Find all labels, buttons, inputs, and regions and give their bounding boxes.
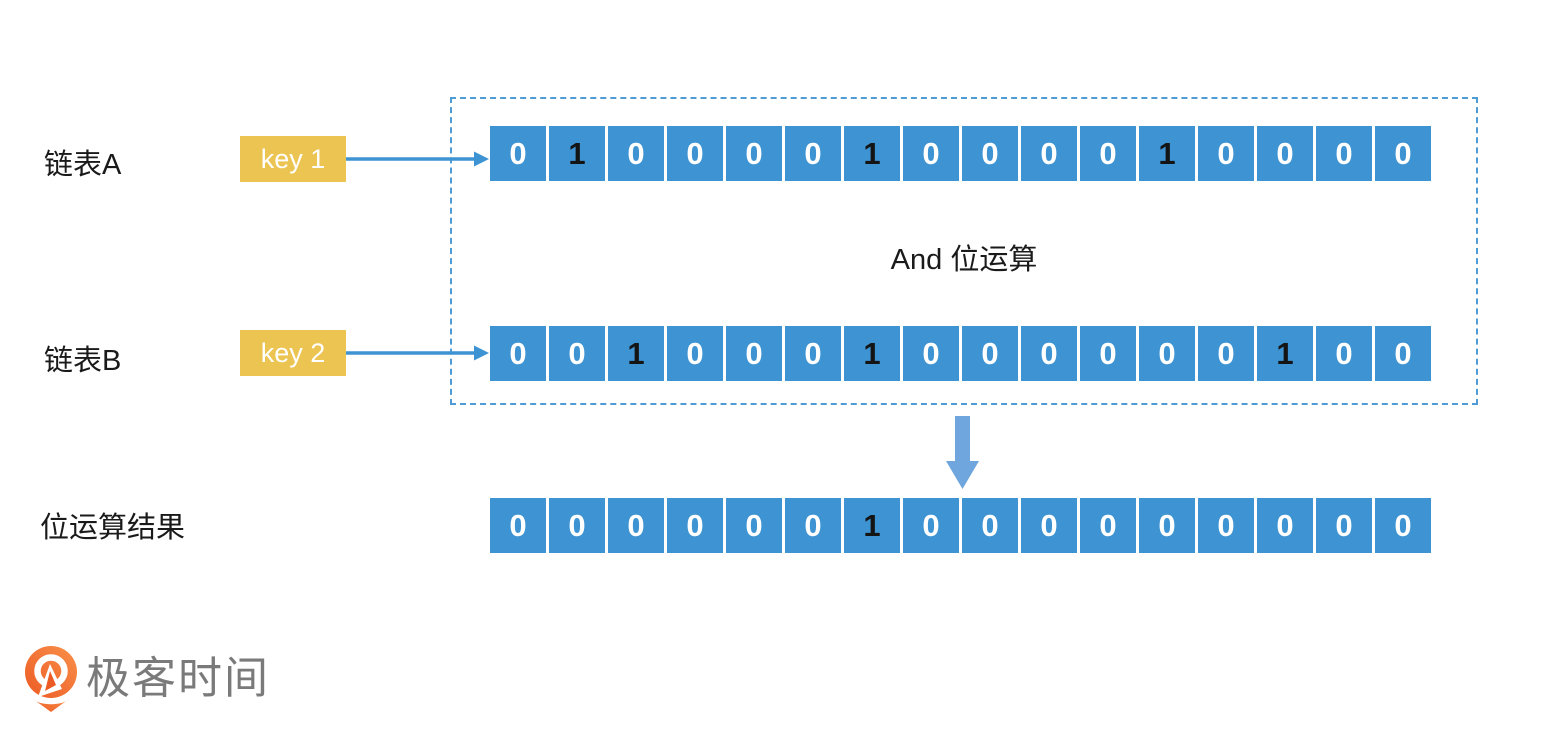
bit-cell: 0	[726, 498, 782, 553]
bit-cell: 0	[903, 498, 959, 553]
bit-cell: 0	[1021, 498, 1077, 553]
result-row-label: 位运算结果	[40, 512, 186, 544]
bit-cell: 0	[549, 498, 605, 553]
bit-cell: 0	[608, 498, 664, 553]
bit-cell: 0	[490, 498, 546, 553]
operation-label: And 位运算	[890, 244, 1038, 276]
bit-cell: 0	[1021, 326, 1077, 381]
bit-cell: 0	[1257, 498, 1313, 553]
arrow-key1-to-bits-icon	[346, 151, 489, 167]
bit-cell: 0	[490, 126, 546, 181]
bit-cell: 1	[844, 326, 900, 381]
bit-cell: 0	[962, 126, 1018, 181]
row-a-label: 链表A	[44, 149, 122, 181]
down-arrow-icon	[946, 416, 979, 489]
bit-cell: 0	[490, 326, 546, 381]
geektime-logo-text: 极客时间	[86, 654, 270, 703]
key1-box: key 1	[240, 136, 346, 182]
bit-cell: 0	[608, 126, 664, 181]
bit-cell: 0	[785, 326, 841, 381]
bit-cell: 0	[903, 126, 959, 181]
and-operation-group-box	[450, 97, 1478, 405]
bit-cell: 0	[1080, 498, 1136, 553]
bit-cell: 0	[785, 126, 841, 181]
bit-cell: 0	[1316, 126, 1372, 181]
bit-cell: 0	[726, 326, 782, 381]
bit-cell: 0	[1198, 126, 1254, 181]
bit-cell: 0	[785, 498, 841, 553]
arrow-key2-to-bits-icon	[346, 345, 489, 361]
bit-cell: 0	[667, 326, 723, 381]
geektime-logo: 极客时间	[24, 645, 270, 712]
geektime-logo-icon	[25, 646, 77, 712]
bit-cell: 0	[1080, 326, 1136, 381]
bit-cell: 0	[1080, 126, 1136, 181]
bit-cell: 0	[1139, 326, 1195, 381]
bit-cell: 1	[844, 126, 900, 181]
bit-cell: 0	[1316, 498, 1372, 553]
bit-cell: 0	[1375, 126, 1431, 181]
bit-cell: 0	[1375, 326, 1431, 381]
bit-cell: 0	[1198, 498, 1254, 553]
bit-cell: 0	[1257, 126, 1313, 181]
bit-cell: 0	[962, 326, 1018, 381]
key1-label: key 1	[260, 143, 326, 174]
bit-cell: 0	[1139, 498, 1195, 553]
bit-cell: 0	[962, 498, 1018, 553]
bit-cell: 0	[1316, 326, 1372, 381]
bit-cell: 1	[1139, 126, 1195, 181]
row-b-label: 链表B	[44, 345, 122, 377]
bit-cell: 0	[1375, 498, 1431, 553]
bit-cell: 1	[549, 126, 605, 181]
bit-cell: 0	[1198, 326, 1254, 381]
bit-cell: 0	[726, 126, 782, 181]
bit-cell: 1	[608, 326, 664, 381]
bit-cell: 1	[844, 498, 900, 553]
bit-cell: 0	[549, 326, 605, 381]
key2-box: key 2	[240, 330, 346, 376]
bit-cell: 0	[667, 498, 723, 553]
bit-cell: 1	[1257, 326, 1313, 381]
key2-label: key 2	[260, 337, 326, 368]
bit-cell: 0	[667, 126, 723, 181]
bit-cell: 0	[1021, 126, 1077, 181]
bit-cell: 0	[903, 326, 959, 381]
